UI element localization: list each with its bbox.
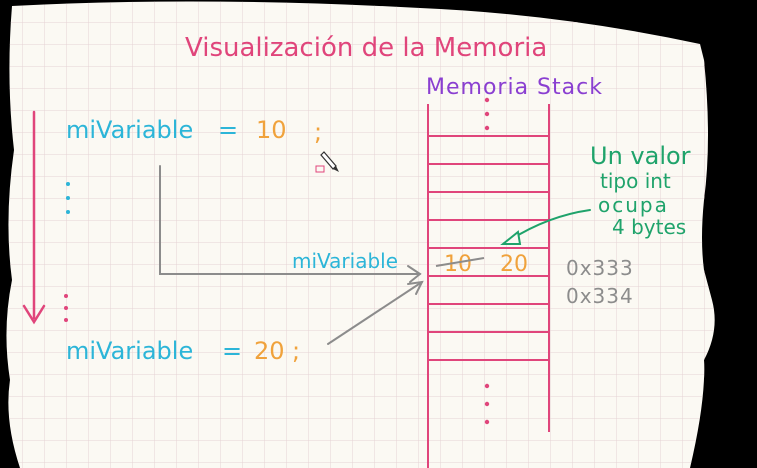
timeline-arrow [22,110,46,325]
code-line-2-variable: miVariable [66,337,193,365]
arrow-assign-20 [327,280,424,345]
arrow-assign-10 [159,165,422,283]
ellipsis-left-2 [64,294,68,322]
diagram-title: Visualización de la Memoria [185,33,547,63]
stack-ellipsis-top [484,97,490,131]
cell-variable-label: miVariable [292,249,398,273]
code-line-1-variable: miVariable [66,116,193,144]
note-line-1: Un valor [590,142,691,170]
note-line-2: tipo int [600,169,671,193]
pencil-cursor-icon [315,151,339,173]
memory-stack [427,104,550,468]
stack-ellipsis-bottom [484,383,490,425]
code-line-2-equals: = [222,337,242,365]
cell-new-value: 20 [500,252,528,277]
stack-title: Memoria Stack [426,75,603,100]
address-1: 0x333 [566,256,634,280]
code-line-1-semicolon: ; [314,118,322,146]
ellipsis-left-1 [66,182,70,214]
code-line-1-equals: = [218,116,238,144]
code-line-1-value: 10 [256,116,287,144]
code-line-2-semicolon: ; [292,337,300,365]
note-line-3: ocupa [598,193,669,217]
old-value-strikethrough [435,257,485,267]
code-line-2-value: 20 [254,337,285,365]
address-2: 0x334 [566,284,634,308]
note-arrow [500,209,591,245]
note-line-4: 4 bytes [612,215,686,239]
